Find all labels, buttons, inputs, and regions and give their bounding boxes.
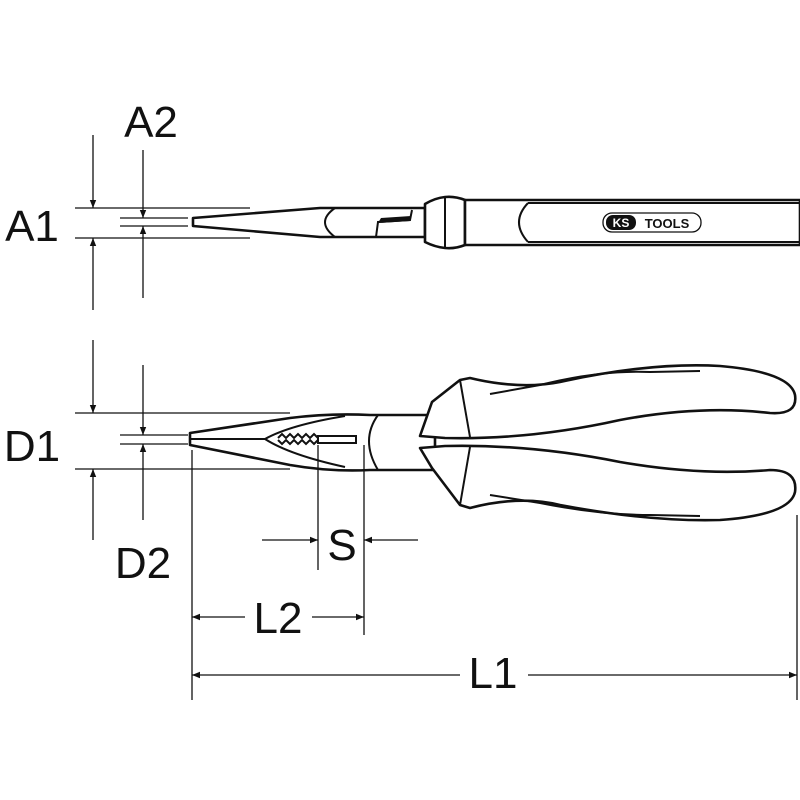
top-view-pliers: KS TOOLS: [191, 195, 800, 250]
ks-tools-logo: KS TOOLS: [602, 212, 702, 233]
label-s: S: [327, 521, 356, 570]
dimension-lengths: S L2 L1: [191, 445, 798, 700]
dimension-d: D1 D2: [4, 340, 290, 588]
svg-text:KS: KS: [613, 216, 630, 230]
label-a2: A2: [124, 98, 178, 147]
label-l1: L1: [469, 649, 518, 698]
dimension-a: A2 A1: [5, 98, 250, 310]
svg-text:TOOLS: TOOLS: [645, 216, 690, 231]
label-d2: D2: [115, 539, 171, 588]
side-view-pliers: [188, 364, 797, 522]
label-a1: A1: [5, 202, 59, 251]
label-l2: L2: [254, 594, 303, 643]
label-d1: D1: [4, 422, 60, 471]
